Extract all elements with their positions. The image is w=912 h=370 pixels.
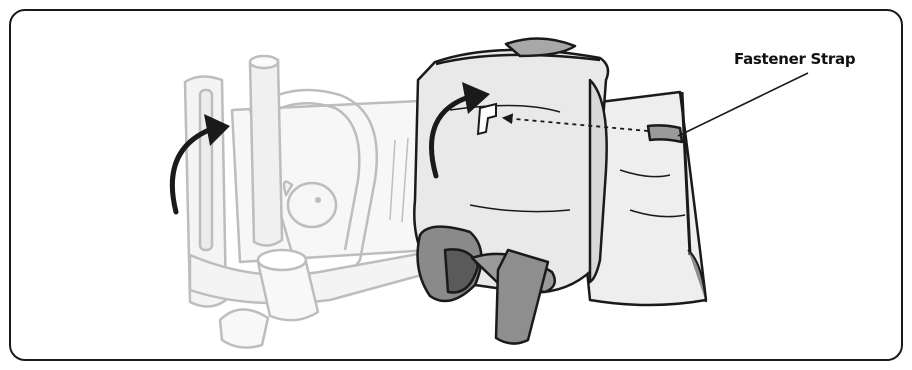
folded-product-right (413, 37, 708, 345)
buckle-icon (476, 102, 497, 136)
ghost-product-left (183, 54, 447, 349)
fold-arrow-left (169, 114, 230, 215)
fold-arrow-right (429, 82, 490, 179)
callout-leader-line (677, 72, 809, 137)
strap-dashed-arrow (501, 113, 649, 132)
fastener-strap-label: Fastener Strap (734, 50, 856, 68)
